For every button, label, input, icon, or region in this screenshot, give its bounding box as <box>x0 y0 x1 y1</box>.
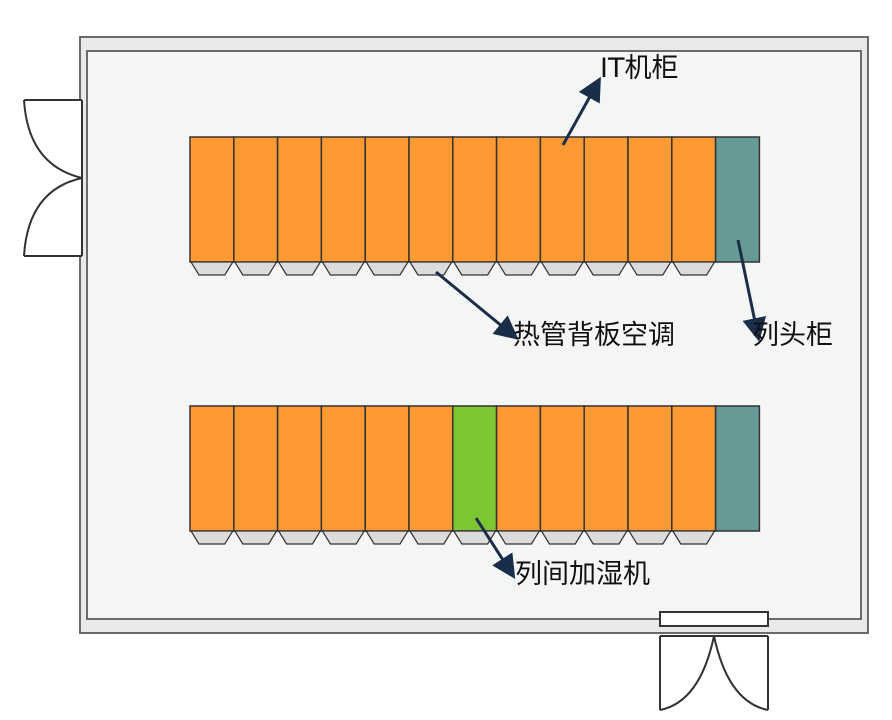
heat-pipe-ac-unit <box>671 261 716 276</box>
humidifier-cabinet[interactable] <box>452 405 498 532</box>
heat-pipe-ac-unit <box>540 530 585 545</box>
heat-pipe-ac-unit <box>496 261 541 276</box>
it-cabinet[interactable] <box>539 136 585 263</box>
it-cabinet[interactable] <box>583 405 629 532</box>
heat-pipe-ac-unit <box>452 261 497 276</box>
it-cabinet[interactable] <box>320 136 366 263</box>
it-cabinet[interactable] <box>408 405 454 532</box>
it-cabinet[interactable] <box>233 405 279 532</box>
it-cabinet[interactable] <box>189 405 235 532</box>
it-cabinet[interactable] <box>233 136 279 263</box>
label-it-cabinet: IT机柜 <box>600 53 679 84</box>
arrow-head-cabinet <box>736 239 767 342</box>
heat-pipe-ac-unit <box>408 530 453 545</box>
arrow-heat-pipe-ac <box>435 270 519 340</box>
heat-pipe-ac-unit <box>321 530 366 545</box>
it-cabinet[interactable] <box>408 136 454 263</box>
it-cabinet[interactable] <box>671 405 717 532</box>
heat-pipe-ac-unit <box>365 261 410 276</box>
it-cabinet[interactable] <box>276 405 323 532</box>
door-bottom-icon[interactable] <box>659 611 769 711</box>
heat-pipe-ac-unit <box>365 530 410 545</box>
it-cabinet[interactable] <box>495 136 542 263</box>
heat-pipe-ac-unit <box>540 261 585 276</box>
it-cabinet[interactable] <box>671 136 717 263</box>
heat-pipe-ac-unit <box>496 530 541 545</box>
label-heat-pipe-ac: 热管背板空调 <box>513 320 675 351</box>
heat-pipe-ac-unit <box>233 530 278 545</box>
head-cabinet[interactable] <box>714 405 761 532</box>
it-cabinet[interactable] <box>320 405 366 532</box>
heat-pipe-ac-unit <box>627 530 672 545</box>
heat-pipe-ac-unit <box>233 261 278 276</box>
it-cabinet[interactable] <box>276 136 323 263</box>
it-cabinet[interactable] <box>539 405 585 532</box>
heat-pipe-ac-unit <box>584 530 629 545</box>
cabinet-rows <box>189 136 761 545</box>
heat-pipe-ac-unit <box>277 261 322 276</box>
it-cabinet[interactable] <box>627 405 673 532</box>
heat-pipe-ac-unit <box>584 261 629 276</box>
label-head-cabinet: 列头柜 <box>752 320 833 351</box>
it-cabinet[interactable] <box>364 405 410 532</box>
it-cabinet[interactable] <box>627 136 673 263</box>
it-cabinet[interactable] <box>189 136 235 263</box>
it-cabinet[interactable] <box>495 405 542 532</box>
it-cabinet[interactable] <box>364 136 410 263</box>
heat-pipe-ac-unit <box>408 261 453 276</box>
heat-pipe-ac-unit <box>189 261 234 276</box>
heat-pipe-ac-unit <box>277 530 322 545</box>
it-cabinet[interactable] <box>452 136 498 263</box>
heat-pipe-ac-unit <box>627 261 672 276</box>
arrow-humidifier <box>474 517 516 580</box>
door-left-icon[interactable] <box>23 99 83 257</box>
label-humidifier: 列间加湿机 <box>515 559 650 590</box>
arrow-it-cabinet <box>561 76 601 146</box>
heat-pipe-ac-unit <box>671 530 716 545</box>
heat-pipe-ac-unit <box>189 530 234 545</box>
heat-pipe-ac-unit <box>321 261 366 276</box>
it-cabinet[interactable] <box>583 136 629 263</box>
